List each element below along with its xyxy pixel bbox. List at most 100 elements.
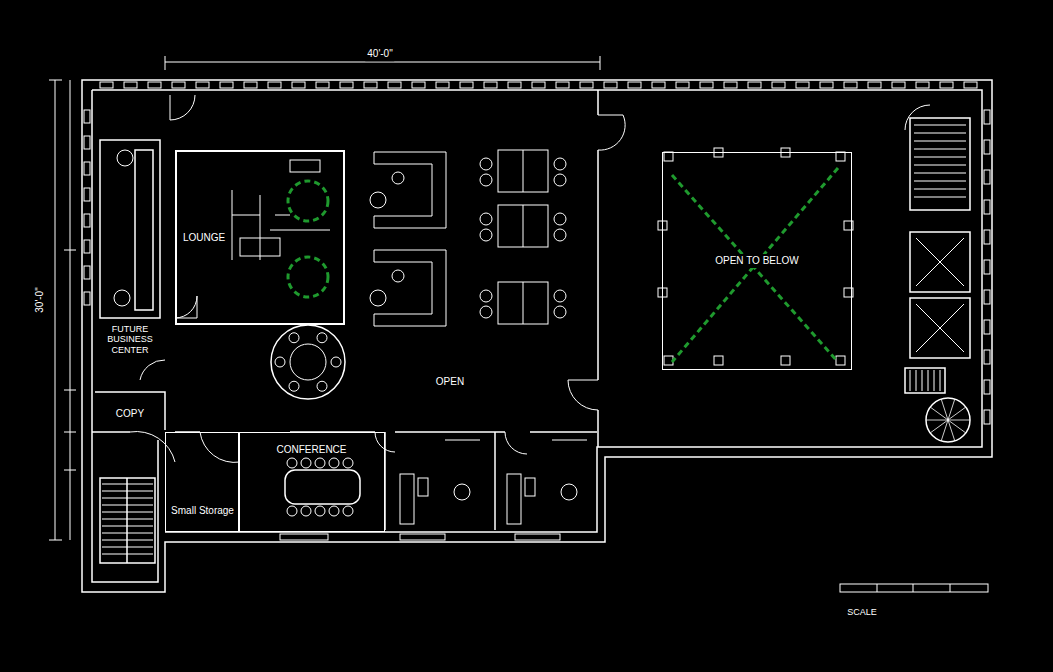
window xyxy=(84,292,90,305)
chair xyxy=(392,270,404,282)
inner-wall xyxy=(92,90,982,532)
elevator xyxy=(910,232,970,292)
stair-tread xyxy=(941,399,948,420)
window xyxy=(984,290,990,304)
window xyxy=(580,82,593,88)
chair xyxy=(554,290,566,302)
desk xyxy=(232,190,330,260)
chair xyxy=(317,333,327,343)
window xyxy=(84,136,90,149)
chair xyxy=(331,357,341,367)
spiral-stair xyxy=(926,398,970,442)
elevator xyxy=(910,298,970,358)
table-split xyxy=(523,205,524,247)
window xyxy=(984,110,990,124)
stair-tread xyxy=(910,370,911,391)
scale-ticks xyxy=(877,584,950,592)
room-name: LOUNGE xyxy=(181,231,227,245)
window xyxy=(84,162,90,175)
stair-tread xyxy=(928,370,929,391)
window xyxy=(124,82,137,88)
round-table xyxy=(271,325,345,399)
stair-tread xyxy=(948,420,970,421)
window xyxy=(984,140,990,154)
chair xyxy=(480,306,492,318)
chair xyxy=(554,174,566,186)
dimension-line xyxy=(64,80,76,540)
window xyxy=(724,82,737,88)
dimension-label: 40'-0" xyxy=(365,47,394,61)
window xyxy=(172,82,185,88)
interior-wall xyxy=(597,90,599,447)
open-x xyxy=(672,168,838,362)
stair-tread xyxy=(948,399,955,420)
window xyxy=(984,410,990,424)
window xyxy=(604,82,617,88)
room-name: Small Storage xyxy=(169,504,236,518)
desk xyxy=(418,478,428,496)
column xyxy=(836,152,845,161)
window xyxy=(84,188,90,201)
chair xyxy=(480,229,492,241)
chair xyxy=(480,213,492,225)
stair-tread xyxy=(914,197,966,198)
desk xyxy=(507,474,521,524)
window xyxy=(436,82,449,88)
room: OPEN TO BELOW xyxy=(662,152,852,370)
window xyxy=(628,82,641,88)
highlight-circle xyxy=(288,181,328,221)
chair xyxy=(289,333,299,343)
chair xyxy=(301,506,311,516)
column xyxy=(836,356,845,365)
chair xyxy=(317,381,327,391)
window xyxy=(820,82,833,88)
stair xyxy=(910,118,970,210)
stair-tread xyxy=(948,420,955,441)
chair xyxy=(554,158,566,170)
window xyxy=(400,534,445,540)
door-swing xyxy=(170,95,195,120)
door-swing xyxy=(568,380,598,410)
dimension-label: 30'-0" xyxy=(33,285,47,314)
sofa xyxy=(374,152,446,228)
highlight-circle xyxy=(288,257,328,297)
window xyxy=(292,82,305,88)
sofa xyxy=(374,250,446,326)
window xyxy=(508,82,521,88)
stair-tread xyxy=(940,370,941,391)
window xyxy=(460,82,473,88)
door-swing xyxy=(140,360,165,380)
open-x xyxy=(672,175,838,362)
dimension-line xyxy=(49,80,62,540)
area-label: FUTURE BUSINESS CENTER xyxy=(97,323,163,356)
chair xyxy=(289,381,299,391)
round-table-top xyxy=(290,344,326,380)
window xyxy=(748,82,761,88)
copy-closet xyxy=(95,392,165,430)
chair xyxy=(392,172,404,184)
room-name: OPEN TO BELOW xyxy=(713,254,801,268)
plant xyxy=(117,150,133,166)
window xyxy=(515,534,560,540)
chair xyxy=(343,458,353,468)
chair xyxy=(329,506,339,516)
window xyxy=(316,82,329,88)
conference-table xyxy=(285,470,360,504)
elevator-x xyxy=(916,304,964,352)
stair-tread xyxy=(948,407,966,420)
chair xyxy=(480,174,492,186)
door-swing xyxy=(130,432,175,462)
stair-tread xyxy=(948,420,966,433)
stair-tread xyxy=(930,407,948,420)
stair-tread xyxy=(102,526,153,527)
stair-tread xyxy=(930,420,948,433)
stair-tread xyxy=(922,370,923,391)
room: LOUNGE xyxy=(175,150,345,325)
elevator-x xyxy=(916,238,964,286)
window xyxy=(280,534,328,540)
window xyxy=(364,82,377,88)
chair xyxy=(554,229,566,241)
window xyxy=(700,82,713,88)
window xyxy=(984,200,990,214)
